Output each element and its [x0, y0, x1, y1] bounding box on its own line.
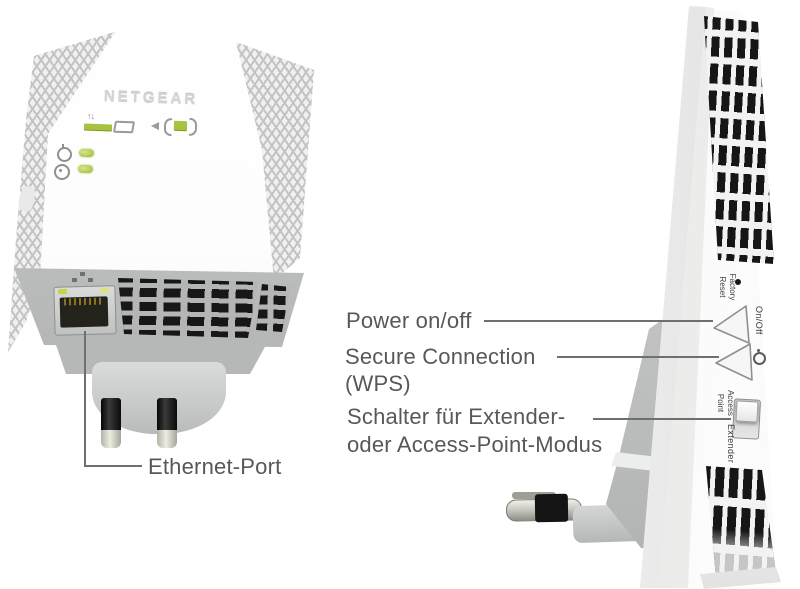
ethernet-led-right — [99, 287, 110, 294]
leader-line-mode-switch — [593, 418, 731, 420]
leader-line-power — [484, 320, 713, 322]
client-link-arrows-icon: ↑↓ — [87, 111, 95, 121]
plug-pin-right-tip — [157, 430, 177, 448]
on-off-label: On/Off — [754, 306, 764, 335]
ethernet-port-pins — [63, 297, 105, 306]
wps-button — [715, 343, 753, 381]
wps-small-icon — [753, 352, 766, 365]
leader-line-ethernet-vertical — [84, 331, 86, 467]
ethernet-icon — [72, 278, 77, 282]
power-icon-tick — [62, 144, 64, 149]
plug-pin-left-tip — [101, 430, 121, 448]
callout-secure-label-line1: Secure Connection — [345, 344, 536, 369]
callout-power-label: Power on/off — [346, 308, 472, 333]
router-link-arrow-icon — [150, 121, 160, 131]
extender-label: Extender — [726, 424, 736, 464]
access-point-label-line2: Point — [716, 393, 726, 413]
side-plug-pin-rear — [512, 492, 556, 499]
factory-reset-hole — [735, 279, 741, 285]
wps-icon — [54, 164, 70, 180]
ethernet-icon — [80, 272, 85, 276]
router-link-wave-left-icon — [163, 117, 173, 137]
wps-small-icon-dot — [757, 349, 760, 352]
leader-line-ethernet-horizontal — [84, 465, 142, 467]
callout-ethernet-label: Ethernet-Port — [148, 454, 282, 479]
client-device-icon — [112, 120, 136, 134]
callout-secure-label-line2: (WPS) — [345, 371, 411, 396]
plug-pin-left — [101, 398, 121, 448]
front-base-vent-grille-side — [256, 284, 290, 332]
wps-led — [77, 164, 94, 174]
plug-pin-right — [157, 398, 177, 448]
router-link-led-icon — [173, 120, 188, 131]
power-icon — [57, 147, 72, 162]
power-led — [78, 148, 95, 158]
leader-line-wps — [557, 356, 719, 358]
plug-pin-right-base — [157, 398, 177, 430]
callout-mode-label-line2: oder Access-Point-Modus — [347, 432, 603, 457]
on-off-button — [713, 305, 750, 344]
callout-mode-label-line1: Schalter für Extender- — [347, 404, 566, 429]
wps-icon-dot — [59, 169, 62, 172]
side-plug-pin-band — [534, 493, 569, 523]
ethernet-led-left — [57, 288, 68, 295]
client-link-led-icon — [83, 123, 113, 131]
ethernet-icon — [88, 278, 93, 282]
plug-pin-left-base — [101, 398, 121, 430]
factory-reset-label-line1: Factory — [728, 273, 737, 301]
mode-switch-knob — [735, 400, 759, 423]
factory-reset-label-line2: Reset — [718, 276, 728, 298]
front-base-vent-grille — [118, 278, 258, 338]
